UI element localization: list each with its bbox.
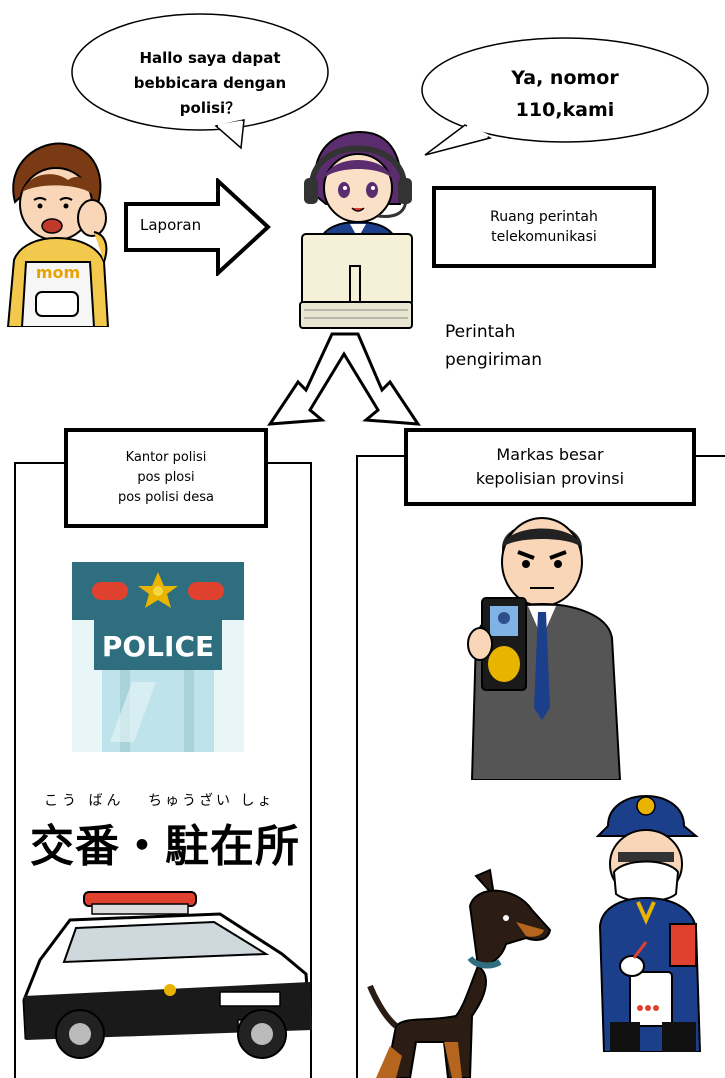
caller-speech-bubble xyxy=(71,13,329,150)
police-dog-illustration xyxy=(367,868,552,1078)
left-panel-box: Kantor polisi pos plosi pos polisi desa xyxy=(64,428,268,528)
caller-line-3: polisi？ xyxy=(179,99,241,117)
command-room-line-2: telekomunikasi xyxy=(491,229,597,245)
operator-illustration xyxy=(299,130,413,329)
koban-furigana-right: ちゅうざい しょ xyxy=(148,793,275,809)
left-panel-line-2: pos plosi xyxy=(137,470,195,485)
koban-title: 交番・駐在所 xyxy=(30,821,300,872)
police-emblem-icon xyxy=(138,572,178,608)
police-sign: POLICE xyxy=(102,630,214,663)
apron-text: mom xyxy=(36,263,80,282)
report-arrow xyxy=(124,178,271,276)
forensic-officer-illustration xyxy=(595,795,702,1052)
dispatch-split-arrow xyxy=(267,332,421,426)
right-panel-box: Markas besar kepolisian provinsi xyxy=(404,428,696,506)
patrol-car xyxy=(22,891,312,1059)
caller-line-2: bebbicara dengan xyxy=(133,74,287,92)
command-room-line-1: Ruang perintah xyxy=(490,209,598,225)
caller-line-1: Hallo saya dapat xyxy=(139,49,281,67)
caller-mom-illustration: mom xyxy=(6,142,110,327)
operator-line-1: Ya, nomor xyxy=(511,67,619,89)
badge-holder-icon xyxy=(481,597,527,691)
koban-furigana-left: こう ばん xyxy=(44,793,125,809)
dispatch-line-2: pengiriman xyxy=(445,350,543,370)
dispatch-line-1: Perintah xyxy=(445,322,516,342)
report-arrow-label: Laporan xyxy=(140,216,202,234)
right-panel-line-1: Markas besar xyxy=(496,445,604,464)
left-panel-line-3: pos polisi desa xyxy=(117,490,215,505)
command-room-box: Ruang perintah telekomunikasi xyxy=(432,186,656,268)
operator-speech-bubble xyxy=(421,37,709,156)
police-box-building: POLICE xyxy=(72,562,244,752)
right-panel-line-2: kepolisian provinsi xyxy=(475,469,625,488)
left-panel-line-1: Kantor polisi xyxy=(125,450,207,465)
operator-line-2: 110,kami xyxy=(515,99,615,121)
dispatch-label: Perintah pengiriman xyxy=(445,318,542,374)
detective-illustration xyxy=(467,517,622,780)
